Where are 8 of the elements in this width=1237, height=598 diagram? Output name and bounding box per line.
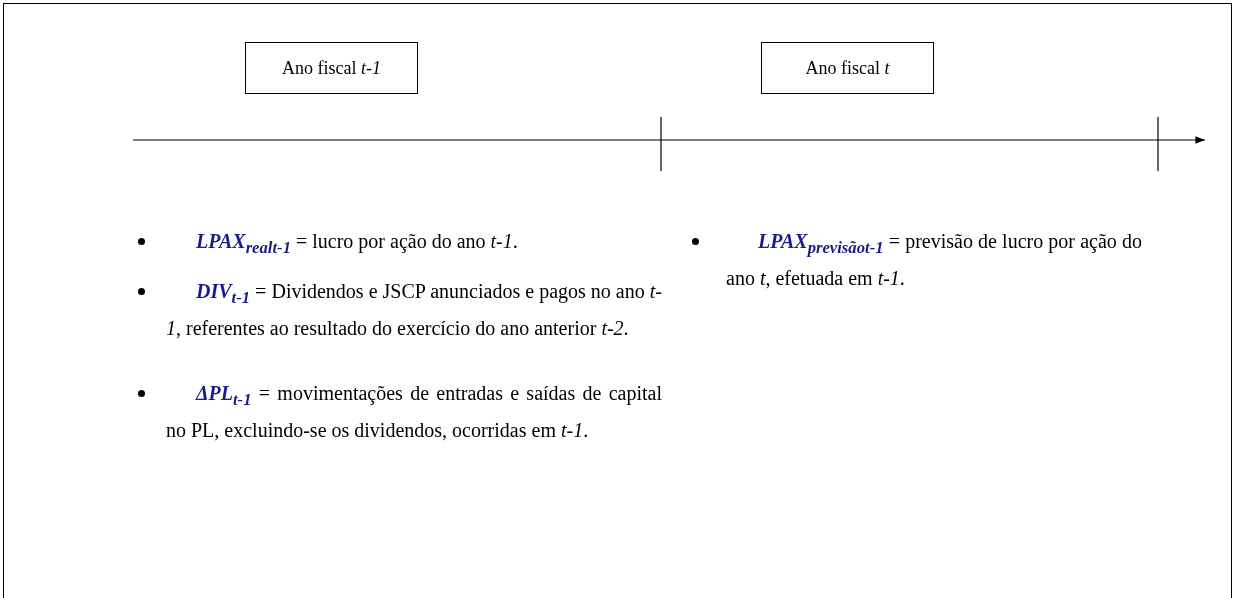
period-label: Ano fiscal t-1: [282, 57, 381, 79]
definition-text: DIV$_{t-1}$ = Dividendos e JSCP anunciados e pagos no ano t-1, referentes ao resultado do exercício do ano anterior t-2.: [166, 279, 662, 341]
period-label: Ano fiscal t: [805, 57, 890, 79]
period-box: [245, 42, 418, 94]
definition-text: LPAX$_{previsãot-1}$ = previsão de lucro por ação do ano t, efetuada em t-1.: [726, 229, 1142, 291]
definition-text: ΔPL$_{t-1}$ = movimentações de entradas e saídas de capital no PL, excluindo-se os dividendos, ocorridas em t-1.: [166, 381, 662, 443]
definition-text: LPAX$_{realt-1}$ = lucro por ação do ano t-1.: [195, 229, 519, 259]
period-box: [761, 42, 934, 94]
